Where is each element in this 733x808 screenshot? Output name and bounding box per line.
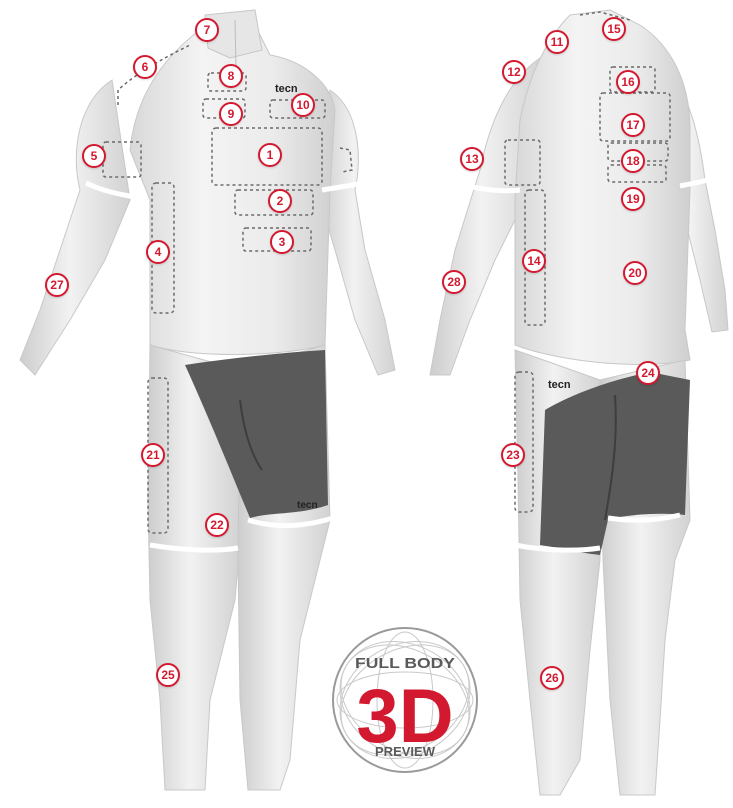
zone-marker-8[interactable]: 8 — [219, 64, 243, 88]
badge-top-text: FULL BODY — [355, 655, 455, 672]
zone-marker-10[interactable]: 10 — [291, 93, 315, 117]
zone-marker-2[interactable]: 2 — [268, 189, 292, 213]
back-jersey — [515, 10, 690, 364]
zone-marker-21[interactable]: 21 — [141, 443, 165, 467]
zone-marker-1[interactable]: 1 — [258, 143, 282, 167]
zone-marker-12[interactable]: 12 — [502, 60, 526, 84]
back-shorts-logo: tecn — [548, 379, 571, 391]
zone-marker-27[interactable]: 27 — [45, 273, 69, 297]
zone-marker-13[interactable]: 13 — [460, 147, 484, 171]
zone-marker-15[interactable]: 15 — [602, 17, 626, 41]
zone-marker-28[interactable]: 28 — [442, 270, 466, 294]
zone-marker-18[interactable]: 18 — [621, 149, 645, 173]
zone-marker-4[interactable]: 4 — [146, 240, 170, 264]
zone-marker-6[interactable]: 6 — [133, 55, 157, 79]
front-shorts-logo: tecn — [297, 500, 318, 511]
zone-marker-7[interactable]: 7 — [195, 18, 219, 42]
zone-marker-11[interactable]: 11 — [545, 30, 569, 54]
zone-marker-19[interactable]: 19 — [621, 187, 645, 211]
zone-marker-14[interactable]: 14 — [522, 249, 546, 273]
front-left-sleeve — [20, 80, 130, 375]
zone-marker-5[interactable]: 5 — [82, 144, 106, 168]
zone-marker-17[interactable]: 17 — [621, 113, 645, 137]
back-figure: tecn — [430, 10, 728, 795]
front-chest-logo: tecn — [275, 83, 298, 95]
zone-marker-23[interactable]: 23 — [501, 443, 525, 467]
zone-marker-25[interactable]: 25 — [156, 663, 180, 687]
full-body-3d-badge: FULL BODY 3D PREVIEW — [319, 618, 492, 781]
zone-marker-22[interactable]: 22 — [205, 513, 229, 537]
zone-marker-16[interactable]: 16 — [616, 70, 640, 94]
zone-marker-20[interactable]: 20 — [623, 261, 647, 285]
zone-marker-9[interactable]: 9 — [219, 102, 243, 126]
zone-marker-3[interactable]: 3 — [270, 230, 294, 254]
zone-marker-26[interactable]: 26 — [540, 666, 564, 690]
badge-bottom-text: PREVIEW — [375, 744, 436, 759]
zone-marker-24[interactable]: 24 — [636, 361, 660, 385]
